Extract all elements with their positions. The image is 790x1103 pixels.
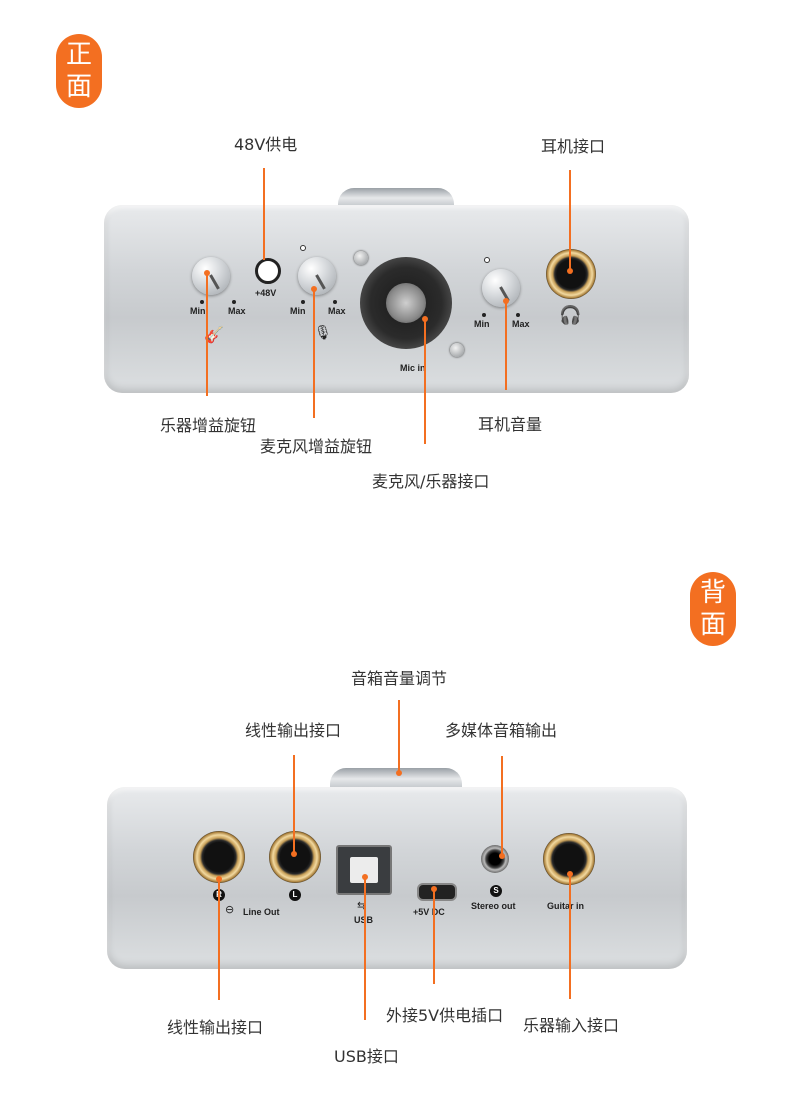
xlr-combo-jack[interactable] <box>360 257 452 349</box>
back-device-panel: R ⊖ Line Out L ⇆ USB +5V DC S Stereo out… <box>107 787 687 969</box>
callout-instrument-gain: 乐器增益旋钮 <box>160 416 257 435</box>
line-line-out-bottom <box>218 878 220 1000</box>
dot-dc-power <box>431 886 437 892</box>
callout-48v-power: 48V供电 <box>234 135 298 154</box>
dot-multimedia-out <box>499 853 505 859</box>
dot-headphone-jack <box>567 268 573 274</box>
dot-guitar-in <box>567 871 573 877</box>
dot-headphone-volume <box>503 298 509 304</box>
headphone-icon: 🎧 <box>559 305 582 326</box>
screw-bottom <box>450 343 464 357</box>
screw-top <box>354 251 368 265</box>
max-marker <box>232 300 236 304</box>
stereo-out-jack[interactable] <box>481 845 509 873</box>
microphone-icon: 🎙 <box>314 325 332 341</box>
back-badge: 背 面 <box>690 572 736 646</box>
min-marker <box>200 300 204 304</box>
callout-usb: USB接口 <box>334 1047 399 1066</box>
back-badge-char-1: 背 <box>699 578 726 608</box>
headphone-volume-knob[interactable] <box>482 269 520 307</box>
line-out-l-jack[interactable] <box>269 831 321 883</box>
s-label: S <box>490 885 502 897</box>
instrument-min-label: Min <box>190 306 206 316</box>
instrument-gain-knob[interactable] <box>192 257 230 295</box>
headphone-jack[interactable] <box>546 249 596 299</box>
dot-line-out <box>291 851 297 857</box>
dc-power-port[interactable] <box>417 883 457 901</box>
line-mic-instrument <box>424 318 426 444</box>
callout-dc-power: 外接5V供电插口 <box>386 1006 504 1025</box>
line-48v <box>263 168 265 260</box>
l-label: L <box>289 889 301 901</box>
line-usb <box>364 876 366 1020</box>
headphone-min-label: Min <box>474 319 490 329</box>
front-badge-char-1: 正 <box>65 40 92 70</box>
line-guitar-in <box>569 873 571 999</box>
callout-headphone-volume: 耳机音量 <box>478 415 543 434</box>
guitar-icon: 🎸 <box>204 325 224 344</box>
min-marker <box>482 313 486 317</box>
mic-in-label: Mic in <box>400 363 426 373</box>
callout-guitar-in: 乐器输入接口 <box>523 1016 620 1035</box>
headphone-volume-indicator-dot <box>484 257 490 263</box>
headphone-max-label: Max <box>512 319 530 329</box>
front-badge-char-2: 面 <box>65 72 92 102</box>
phantom-power-button[interactable] <box>255 258 281 284</box>
usb-icon: ⇆ <box>357 899 367 912</box>
line-speaker-volume <box>398 700 400 774</box>
usb-label: USB <box>354 915 373 925</box>
front-badge: 正 面 <box>56 34 102 108</box>
min-marker <box>301 300 305 304</box>
callout-headphone-jack: 耳机接口 <box>541 137 606 156</box>
line-instrument-gain <box>206 272 208 396</box>
max-marker <box>516 313 520 317</box>
mic-gain-knob[interactable] <box>298 257 336 295</box>
back-badge-char-2: 面 <box>699 610 726 640</box>
phantom-power-label: +48V <box>255 288 277 298</box>
dot-speaker-volume <box>396 770 402 776</box>
callout-multimedia-out: 多媒体音箱输出 <box>445 721 558 740</box>
dot-mic-gain <box>311 286 317 292</box>
mic-max-label: Max <box>328 306 346 316</box>
xlr-inner <box>386 283 426 323</box>
line-out-label: Line Out <box>243 907 280 917</box>
callout-mic-gain: 麦克风增益旋钮 <box>260 437 373 456</box>
line-headphone-volume <box>505 300 507 390</box>
callout-speaker-volume: 音箱音量调节 <box>351 669 448 688</box>
dot-mic-instrument <box>422 316 428 322</box>
max-marker <box>333 300 337 304</box>
mic-min-label: Min <box>290 306 306 316</box>
line-mic-gain <box>313 288 315 418</box>
callout-line-out-bottom: 线性输出接口 <box>167 1018 264 1037</box>
mic-gain-indicator-dot <box>300 245 306 251</box>
line-line-out <box>293 755 295 855</box>
dc-label: +5V DC <box>413 907 445 917</box>
callout-line-out: 线性输出接口 <box>245 721 342 740</box>
callout-mic-instrument-jack: 麦克风/乐器接口 <box>372 472 490 491</box>
line-out-icon: ⊖ <box>225 903 235 916</box>
stereo-out-label: Stereo out <box>471 901 516 911</box>
line-headphone-jack <box>569 170 571 270</box>
dot-line-out-bottom <box>216 876 222 882</box>
line-multimedia-out <box>501 756 503 856</box>
front-top-knob <box>338 188 454 210</box>
instrument-max-label: Max <box>228 306 246 316</box>
line-out-r-jack[interactable] <box>193 831 245 883</box>
guitar-in-label: Guitar in <box>547 901 585 911</box>
dot-instrument-gain <box>204 270 210 276</box>
front-device-panel: Min Max 🎸 +48V Min Max 🎙 Mic in Min Max … <box>104 205 689 393</box>
dot-usb <box>362 874 368 880</box>
line-dc-power <box>433 888 435 984</box>
